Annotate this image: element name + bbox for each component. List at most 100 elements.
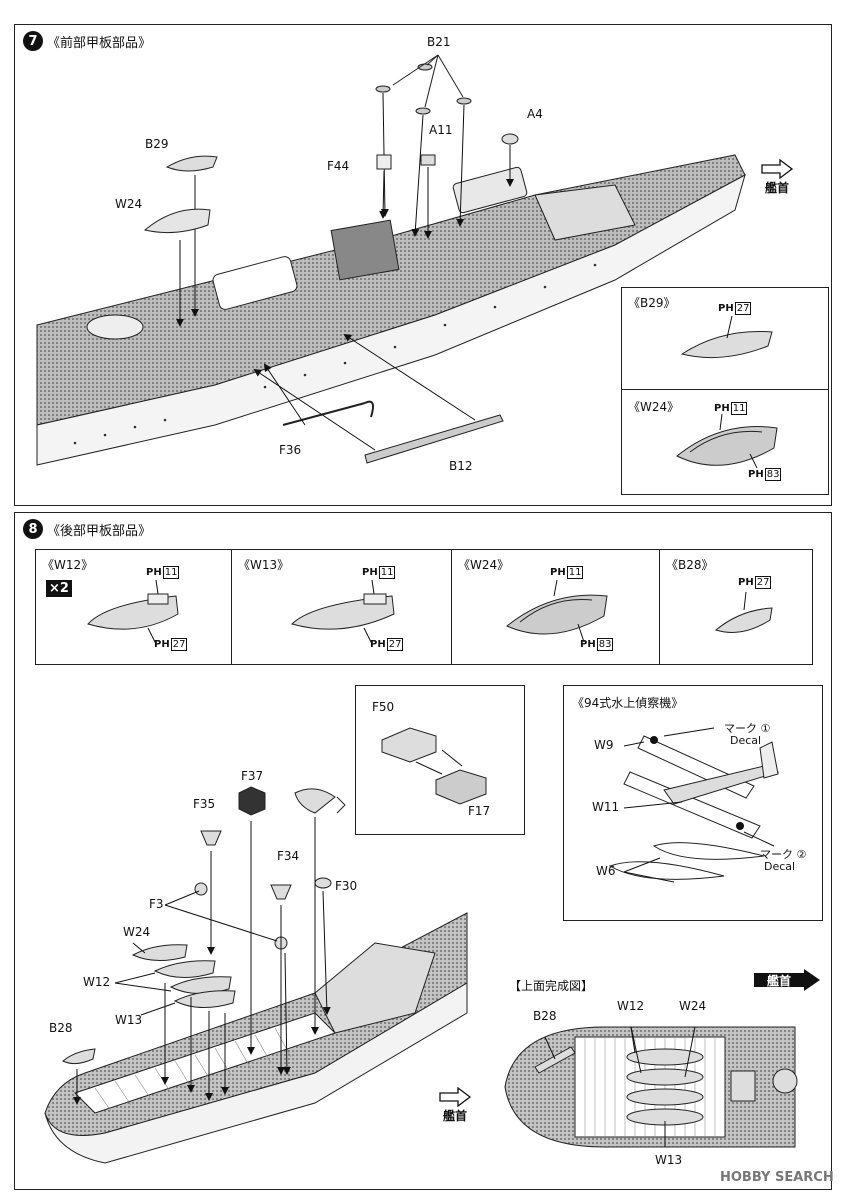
label-f17: F17	[468, 804, 491, 818]
ph-prefix: PH	[748, 469, 764, 480]
label-f34: F34	[277, 849, 300, 863]
plane-decal1: Decal	[730, 734, 762, 747]
ph-prefix: PH	[714, 403, 730, 414]
ph-prefix: PH	[550, 567, 566, 578]
bow-arrow-icon	[439, 1087, 472, 1107]
code-box: 83	[764, 468, 782, 481]
mark1-number: ①	[760, 722, 771, 735]
code-box: 27	[734, 302, 752, 315]
boat-w12-title: 《W12》	[42, 558, 94, 572]
ph-prefix: PH	[718, 303, 734, 314]
f50-f17-drawing	[381, 727, 487, 805]
plane-mark1: マーク ①	[724, 720, 770, 736]
seaplane-drawing	[608, 727, 780, 883]
mark2-number: ②	[796, 848, 807, 861]
label-f30: F30	[335, 879, 358, 893]
bow-direction-aft: 艦首	[435, 1087, 475, 1124]
plane-mark2: マーク ②	[760, 846, 806, 862]
ph-prefix: PH	[370, 639, 386, 650]
label-w24-aft: W24	[123, 925, 151, 939]
label-w12-aft: W12	[83, 975, 111, 989]
mark1-text: マーク	[724, 722, 757, 735]
step7-title-text: 《前部甲板部品》	[47, 35, 152, 51]
plane-inset: 《94式水上偵察機》 マーク ① Decal マーク ② Decal W9 W1…	[563, 685, 823, 921]
label-f44: F44	[327, 159, 350, 173]
label-f3: F3	[149, 897, 164, 911]
ph-prefix: PH	[580, 639, 596, 650]
top-label-w24: W24	[679, 999, 707, 1013]
ph-prefix: PH	[362, 567, 378, 578]
label-b21: B21	[427, 35, 451, 49]
label-f37: F37	[241, 769, 264, 783]
boat-w13-title: 《W13》	[238, 558, 290, 572]
top-view-bow-arrow-icon	[754, 969, 820, 991]
watermark: HOBBY SEARCH	[720, 1170, 834, 1185]
top-view-title: 【上面完成図】	[509, 979, 594, 993]
f50-f17-inset: F50 F17	[355, 685, 525, 835]
bow-direction: 艦首	[757, 159, 797, 196]
code-box: 11	[566, 566, 584, 579]
step7-title: 7 《前部甲板部品》	[23, 31, 151, 51]
step8-aft-deck-drawing	[44, 786, 468, 1164]
label-w6: W6	[596, 864, 616, 878]
label-w9: W9	[594, 738, 614, 752]
top-label-b28: B28	[533, 1009, 557, 1023]
top-view-drawing	[504, 1026, 798, 1148]
w24-boat-drawing	[676, 413, 778, 469]
code-box: 27	[170, 638, 188, 651]
label-f50: F50	[372, 700, 395, 714]
code-box: 11	[162, 566, 180, 579]
code-box: 11	[378, 566, 396, 579]
boat-b28-title: 《B28》	[666, 558, 714, 572]
top-label-w13: W13	[655, 1153, 683, 1167]
label-w11: W11	[592, 800, 620, 814]
w12-boat-drawing	[87, 579, 179, 645]
label-w13-aft: W13	[115, 1013, 143, 1027]
w13-boat-drawing	[291, 579, 395, 645]
boat-w12-multiplier: ×2	[46, 580, 72, 597]
label-w24: W24	[115, 197, 143, 211]
step7-forward-deck-drawing	[36, 54, 746, 466]
detail-b29-title: 《B29》	[628, 296, 676, 310]
ph-prefix: PH	[738, 577, 754, 588]
bow-direction-text-aft: 艦首	[442, 1109, 467, 1123]
ph-prefix: PH	[154, 639, 170, 650]
ph-prefix: PH	[146, 567, 162, 578]
top-view-direction-text: 艦首	[767, 974, 792, 988]
b29-boat-drawing	[680, 315, 773, 359]
plane-decal2: Decal	[764, 860, 796, 873]
code-box: 27	[386, 638, 404, 651]
top-label-w12: W12	[617, 999, 645, 1013]
step8-title-text: 《後部甲板部品》	[47, 523, 152, 539]
label-f36: F36	[279, 443, 302, 457]
code-box: 83	[596, 638, 614, 651]
step7-number: 7	[23, 31, 43, 51]
label-b12: B12	[449, 459, 473, 473]
step8-title: 8 《後部甲板部品》	[23, 519, 151, 539]
detail-w24-title: 《W24》	[628, 400, 680, 414]
step7-panel: 7 《前部甲板部品》	[14, 24, 832, 506]
code-box: 27	[754, 576, 772, 589]
code-box: 11	[730, 402, 748, 415]
label-b29: B29	[145, 137, 169, 151]
bow-arrow-icon	[761, 159, 794, 179]
label-a4: A4	[527, 107, 543, 121]
label-a11: A11	[429, 123, 453, 137]
step8-number: 8	[23, 519, 43, 539]
